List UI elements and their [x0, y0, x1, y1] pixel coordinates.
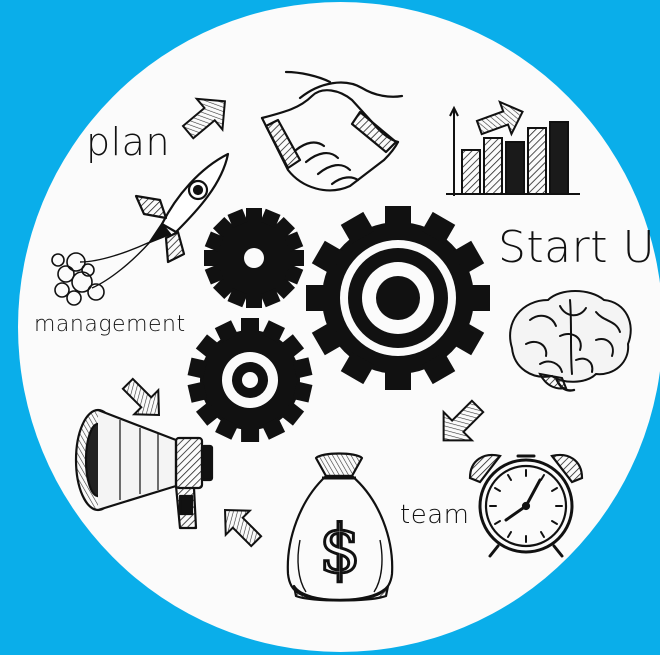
arrow-icon [181, 97, 227, 140]
arrow-icon [223, 508, 263, 548]
rocket-icon [51, 152, 230, 306]
arrow-icon [442, 399, 485, 442]
megaphone-icon [74, 408, 214, 530]
arrow-icon [121, 377, 161, 417]
arrow-icon [475, 100, 524, 137]
team-label: team [400, 500, 470, 530]
gear-small-top-icon [204, 208, 304, 308]
gear-small-bottom-icon [187, 318, 313, 443]
alarm-clock-icon [468, 453, 584, 558]
dollar-sign: $ [319, 511, 361, 588]
plan-label: plan [86, 120, 171, 164]
money-bag-icon [286, 452, 394, 602]
brain-icon [509, 290, 632, 392]
gear-large-icon [306, 206, 490, 390]
management-label: management [34, 312, 186, 337]
growth-chart-icon [446, 105, 580, 196]
startup-label: Start Up [498, 222, 660, 273]
handshake-icon [260, 70, 404, 192]
